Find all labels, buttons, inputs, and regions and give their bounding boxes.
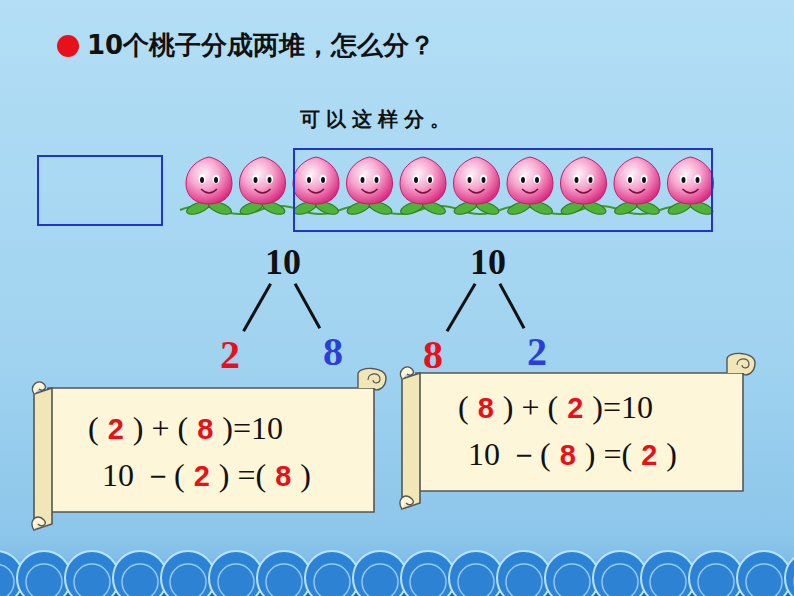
answer-number: 2 [108, 409, 124, 449]
bullet-dot [57, 35, 79, 57]
equation-text: )=10 [592, 387, 653, 427]
equation-text: )=10 [222, 408, 283, 448]
branch-line [447, 284, 475, 332]
number-node: 8 [320, 330, 346, 374]
scroll-outline [30, 368, 388, 532]
answer-number: 2 [641, 435, 657, 475]
equation-text: ( [458, 387, 469, 427]
answer-number: 8 [478, 388, 494, 428]
peach [292, 157, 340, 217]
equation-text: ( [88, 408, 99, 448]
peach-row [180, 157, 714, 217]
scroll-panel: (8) + (2)=1010 －(8) =(2) [398, 353, 757, 511]
peach [239, 157, 287, 217]
scroll-outline [398, 353, 757, 511]
equation-text: ) =( [219, 455, 266, 495]
peach [399, 157, 447, 217]
number-node: 8 [420, 333, 446, 377]
answer-number: 2 [567, 388, 583, 428]
peach [560, 157, 608, 217]
equation-text: ) =( [585, 434, 632, 474]
peach [453, 157, 501, 217]
peach [506, 157, 554, 217]
answer-number: 8 [197, 409, 213, 449]
note-label: 可以这样分。 [300, 106, 456, 133]
branch-line [295, 284, 320, 329]
number-node: 10 [467, 242, 509, 282]
pile-box [294, 149, 712, 231]
empty-pile-box [38, 156, 162, 225]
number-text: 10 [262, 242, 304, 282]
peach [613, 157, 661, 217]
equation-text: ) + ( [503, 387, 558, 427]
equation-text: ) [300, 455, 311, 495]
peach [185, 157, 233, 217]
number-node: 2 [524, 330, 550, 374]
title: 10个桃子分成两堆，怎么分？ [87, 28, 435, 63]
answer-number: 8 [275, 456, 291, 496]
answer-number: 8 [560, 435, 576, 475]
peach [667, 157, 715, 217]
branch-line [500, 284, 524, 328]
branch-line [244, 284, 271, 332]
equation-text: 10 －( [468, 434, 551, 474]
peach [346, 157, 394, 217]
number-text: 2 [217, 333, 243, 377]
equation-text: ) + ( [133, 408, 188, 448]
number-node: 10 [262, 242, 304, 282]
number-text: 8 [420, 333, 446, 377]
wave-border [0, 551, 794, 596]
number-text: 2 [524, 330, 550, 374]
scroll-panel: (2) + (8)=1010 －(2) =(8) [30, 368, 388, 532]
equation-text: ) [666, 434, 677, 474]
number-text: 10 [467, 242, 509, 282]
answer-number: 2 [194, 456, 210, 496]
equation-text: 10 －( [102, 455, 185, 495]
number-text: 8 [320, 330, 346, 374]
number-node: 2 [217, 333, 243, 377]
